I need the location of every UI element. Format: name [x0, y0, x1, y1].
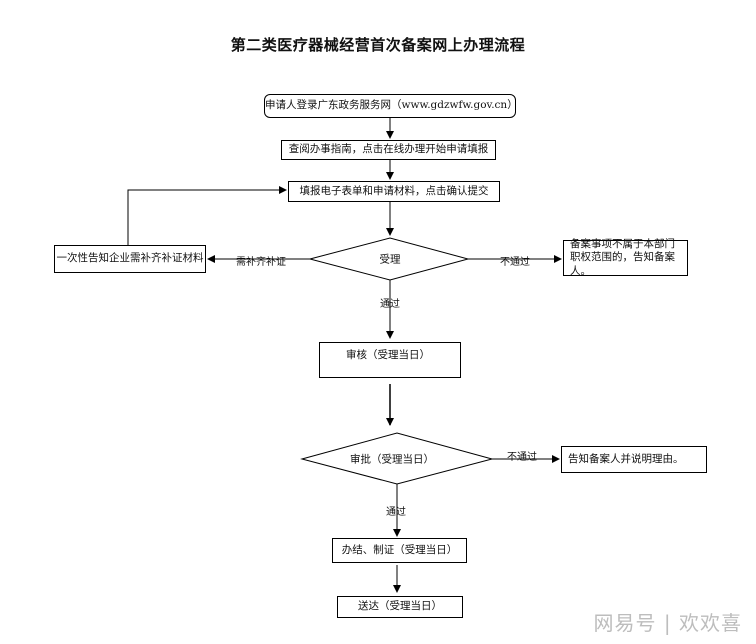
fill-step-label: 填报电子表单和申请材料，点击确认提交 — [299, 184, 489, 197]
login-step-label: 申请人登录广东政务服务网（www.gdzwfw.gov.cn） — [265, 99, 518, 112]
approve-label: 审批（受理当日） — [350, 453, 434, 466]
reason-step-label: 告知备案人并说明理由。 — [568, 452, 684, 465]
approve-diamond — [300, 432, 494, 485]
edge-label-pass-2: 通过 — [386, 507, 406, 518]
supplement-step: 一次性告知企业需补齐补证材料 — [54, 245, 206, 273]
fill-step: 填报电子表单和申请材料，点击确认提交 — [288, 181, 500, 202]
guide-step-label: 查阅办事指南，点击在线办理开始申请填报 — [288, 143, 489, 156]
edge-label-not-pass-2: 不通过 — [507, 452, 537, 463]
accept-diamond — [308, 237, 470, 281]
watermark: 网易号 | 欢欢喜 — [593, 611, 742, 635]
reason-step: 告知备案人并说明理由。 — [561, 446, 707, 473]
supplement-step-label: 一次性告知企业需补齐补证材料 — [56, 252, 204, 265]
edge-label-need-supplement: 需补齐补证 — [236, 257, 286, 268]
review-step-label: 审核（受理当日） — [346, 349, 430, 361]
login-step: 申请人登录广东政务服务网（www.gdzwfw.gov.cn） — [264, 94, 518, 118]
finish-step-label: 办结、制证（受理当日） — [341, 543, 458, 556]
review-step: 审核（受理当日） — [319, 342, 461, 378]
edge-label-pass-1: 通过 — [380, 299, 400, 310]
not-scope-step-label: 备案事项不属于本部门职权范围的，告知备案人。 — [570, 238, 675, 277]
deliver-step-label: 送达（受理当日） — [358, 600, 442, 613]
finish-step: 办结、制证（受理当日） — [332, 538, 467, 563]
not-scope-step: 备案事项不属于本部门职权范围的，告知备案人。 — [563, 238, 688, 277]
page-title: 第二类医疗器械经营首次备案网上办理流程 — [230, 36, 526, 54]
edge-label-not-pass-1: 不通过 — [500, 257, 530, 268]
accept-label: 受理 — [379, 253, 401, 266]
guide-step: 查阅办事指南，点击在线办理开始申请填报 — [281, 140, 496, 160]
deliver-step: 送达（受理当日） — [337, 596, 463, 618]
arrow-supplement-fill — [127, 186, 287, 245]
